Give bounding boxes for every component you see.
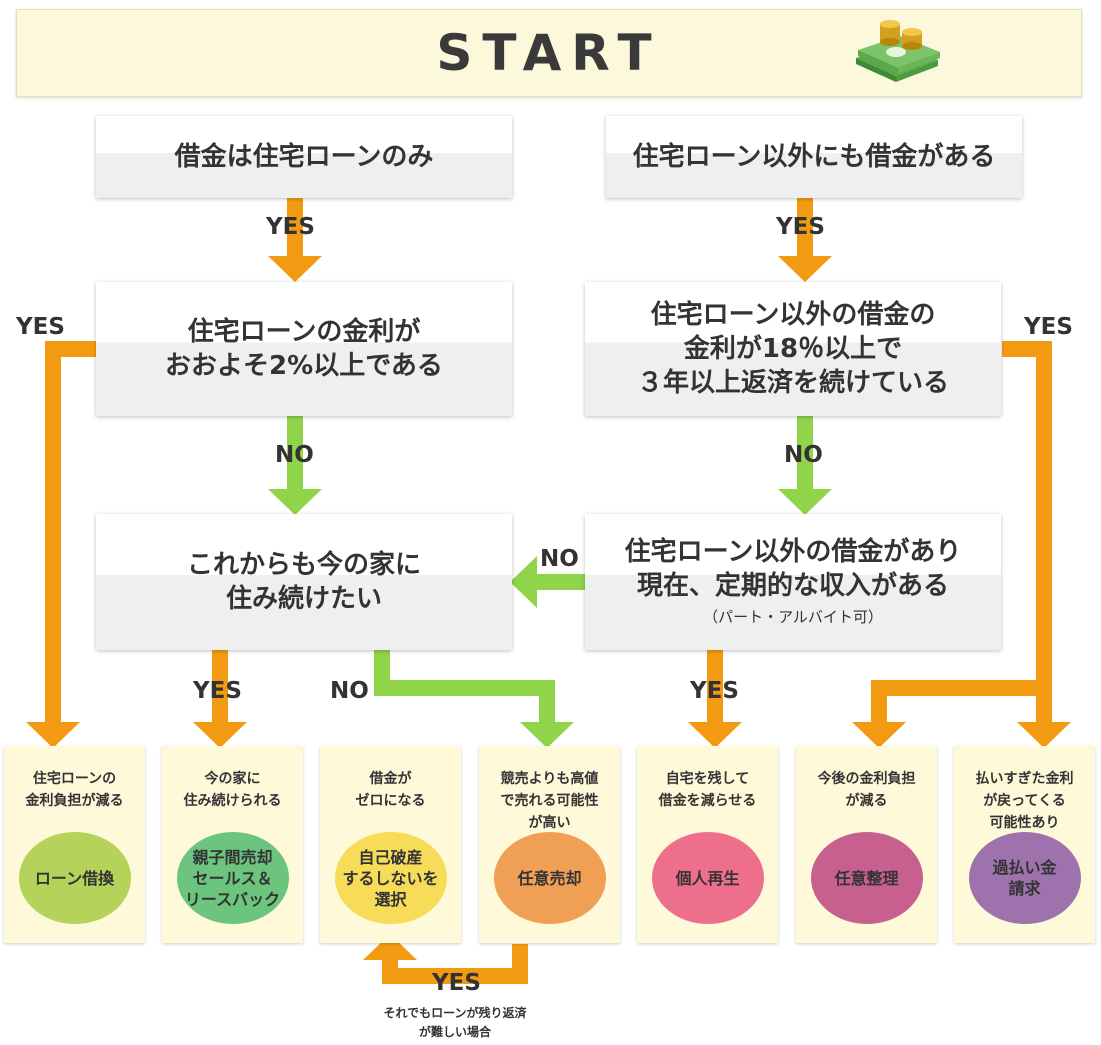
result-name: 任意整理 [834, 868, 899, 888]
start-banner: START [16, 9, 1082, 97]
result-desc: 払いすぎた金利が戻ってくる可能性あり [975, 771, 1074, 831]
result-name: 個人再生 [675, 868, 740, 888]
result-name: ローン借換 [34, 868, 115, 888]
arrow-q2-q4-head [778, 256, 832, 282]
arrow-left-yes-head [26, 722, 80, 748]
label-yes-loop: YES [432, 970, 481, 996]
question-regular-income: 住宅ローン以外の借金があり 現在、定期的な収入がある （パート・アルバイト可） [585, 514, 1001, 650]
arrow-stay-no-h [374, 680, 555, 696]
result-circle: 親子間売却 セールス＆ リースバック [176, 832, 289, 924]
arrow-q3-no-head [268, 489, 322, 515]
arrow-income-no-head [510, 556, 537, 608]
result-name: 任意売却 [517, 868, 582, 888]
result-name: 親子間売却 [192, 847, 273, 867]
result-desc: 今後の金利負担が減る [817, 771, 916, 809]
arrow-right-branch-v [871, 680, 887, 723]
arrow-stay-no-head [520, 722, 574, 748]
label-yes-q1: YES [266, 214, 315, 240]
label-no-q4: NO [784, 442, 823, 468]
arrow-stay-yes-head [193, 722, 247, 748]
label-yes-income: YES [690, 678, 739, 704]
arrow-right-branch-h [871, 680, 1052, 696]
result-family-sale-leaseback: 今の家に住み続けられる 親子間売却 セールス＆ リースバック [162, 746, 303, 943]
result-name: 過払い金 [992, 858, 1057, 877]
arrow-income-no-shaft [535, 574, 585, 590]
result-desc: 競売よりも高値で売れる可能性が高い [500, 771, 599, 831]
arrow-right-yes-head [1017, 722, 1071, 748]
question-stay-in-home: これからも今の家に 住み続けたい [96, 514, 512, 650]
result-circle: ローン借換 [18, 832, 131, 924]
question-regular-income-line1: 住宅ローン以外の借金があり [624, 537, 962, 567]
question-other-debt-rate-line2: 金利が18％以上で [683, 334, 903, 364]
arrow-loop-v [382, 958, 398, 984]
label-yes-q2: YES [776, 214, 825, 240]
question-other-debt-rate: 住宅ローン以外の借金の 金利が18％以上で ３年以上返済を続けている [585, 282, 1001, 416]
label-yes-right: YES [1024, 314, 1073, 340]
question-other-debt-rate-line1: 住宅ローン以外の借金の [650, 300, 936, 330]
question-loan-only-text: 借金は住宅ローンのみ [174, 142, 434, 172]
result-circle: 個人再生 [651, 832, 764, 924]
label-no-q3: NO [275, 442, 314, 468]
loop-footnote-line2: が難しい場合 [418, 1025, 491, 1039]
result-loan-refinance: 住宅ローンの金利負担が減る ローン借換 [4, 746, 145, 943]
question-other-debt-text: 住宅ローン以外にも借金がある [632, 142, 996, 172]
result-circle: 自己破産 するしないを 選択 [334, 832, 447, 924]
result-bankruptcy: 借金がゼロになる 自己破産 するしないを 選択 [320, 746, 461, 943]
arrow-stay-no-v2 [539, 680, 555, 723]
question-interest-rate-line2: おおよそ2%以上である [165, 351, 443, 381]
result-desc: 今の家に住み続けられる [183, 771, 282, 809]
question-loan-only: 借金は住宅ローンのみ [96, 116, 512, 198]
question-interest-rate: 住宅ローンの金利が おおよそ2%以上である [96, 282, 512, 416]
arrow-right-yes-shaft [1036, 341, 1052, 723]
label-yes-stay: YES [193, 678, 242, 704]
result-personal-rehabilitation: 自宅を残して借金を減らせる 個人再生 [637, 746, 778, 943]
arrow-income-yes-shaft [707, 650, 723, 723]
arrow-loop-head [363, 934, 417, 960]
arrow-q1-q3-shaft [287, 198, 303, 256]
result-desc: 借金がゼロになる [355, 771, 426, 809]
arrow-q1-q3-head [268, 256, 322, 282]
arrow-q3-no-shaft [287, 416, 303, 490]
arrow-q4-no-shaft [797, 416, 813, 490]
label-yes-left: YES [16, 314, 65, 340]
arrow-right-branch-head [852, 722, 906, 748]
start-title: START [436, 24, 662, 82]
label-no-income: NO [540, 546, 579, 572]
loop-footnote-line1: それでもローンが残り返済 [383, 1006, 527, 1020]
money-stack-icon [856, 20, 940, 82]
arrow-income-yes-head [688, 722, 742, 748]
arrow-stay-yes-shaft [212, 650, 228, 723]
result-name: 自己破産 [358, 847, 423, 867]
result-desc: 自宅を残して借金を減らせる [658, 771, 757, 809]
result-circle: 任意売却 [493, 832, 606, 924]
label-no-stay: NO [330, 678, 369, 704]
result-circle: 任意整理 [810, 832, 923, 924]
loop-footnote: それでもローンが残り返済 が難しい場合 [360, 1004, 550, 1042]
arrow-loop-h [382, 968, 528, 984]
question-stay-in-home-line2: 住み続けたい [225, 584, 382, 614]
result-desc: 住宅ローンの金利負担が減る [25, 771, 124, 809]
question-interest-rate-line1: 住宅ローンの金利が [187, 317, 421, 347]
result-overpayment-claim: 払いすぎた金利が戻ってくる可能性あり 過払い金 請求 [954, 746, 1095, 943]
question-other-debt-rate-line3: ３年以上返済を続けている [636, 368, 949, 398]
question-regular-income-line2: 現在、定期的な収入がある [636, 571, 949, 601]
question-other-debt: 住宅ローン以外にも借金がある [606, 116, 1022, 198]
question-regular-income-note: （パート・アルバイト可） [703, 608, 883, 626]
result-voluntary-arrangement: 今後の金利負担が減る 任意整理 [796, 746, 937, 943]
question-stay-in-home-line1: これからも今の家に [186, 550, 421, 580]
arrow-q4-no-head [778, 489, 832, 515]
result-circle: 過払い金 請求 [968, 832, 1081, 924]
arrow-left-yes-shaft [45, 341, 61, 723]
arrow-q2-q4-shaft [797, 198, 813, 256]
result-voluntary-sale: 競売よりも高値で売れる可能性が高い 任意売却 [479, 746, 620, 943]
